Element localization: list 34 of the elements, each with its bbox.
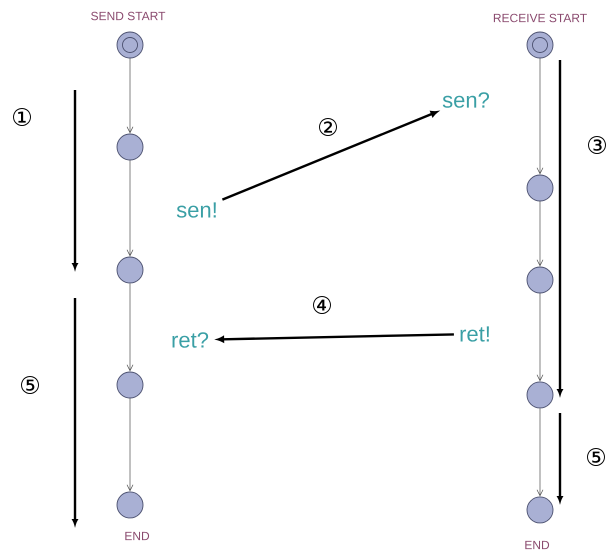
state-circle	[116, 372, 144, 398]
message-text: sen!	[176, 202, 216, 218]
step-number: ⑤	[587, 448, 605, 466]
transition-arrow	[536, 201, 544, 267]
start-state	[116, 32, 144, 58]
state-label: RECEIVE START	[494, 14, 587, 22]
state-label: END	[125, 532, 150, 540]
transition-arrow	[126, 160, 134, 257]
step-number: ①	[13, 108, 31, 126]
transition-arrow	[126, 283, 134, 372]
state-circle	[116, 256, 144, 284]
message-text: sen?	[442, 92, 490, 108]
step-number: ②	[319, 118, 337, 136]
transition-arrow	[536, 293, 544, 382]
step-number: ⑤	[21, 376, 39, 394]
state-circle	[526, 496, 554, 524]
message-arrow	[217, 333, 454, 342]
transition-arrow	[126, 398, 134, 492]
transition-arrow	[126, 58, 134, 134]
step-number: ③	[588, 136, 606, 154]
transition-arrow	[536, 58, 544, 175]
state-circle	[116, 492, 144, 518]
state-label: SEND START	[91, 12, 166, 20]
state-circle	[116, 134, 144, 160]
state-label: END	[525, 540, 550, 550]
message-text: ret!	[460, 326, 489, 342]
step-number: ④	[313, 296, 331, 314]
message-arrow	[222, 110, 438, 201]
state-circle	[526, 174, 554, 202]
state-circle	[526, 266, 554, 294]
state-circle	[526, 382, 554, 408]
transition-arrow	[536, 408, 544, 497]
start-state	[526, 32, 554, 58]
message-text: ret?	[172, 332, 208, 348]
